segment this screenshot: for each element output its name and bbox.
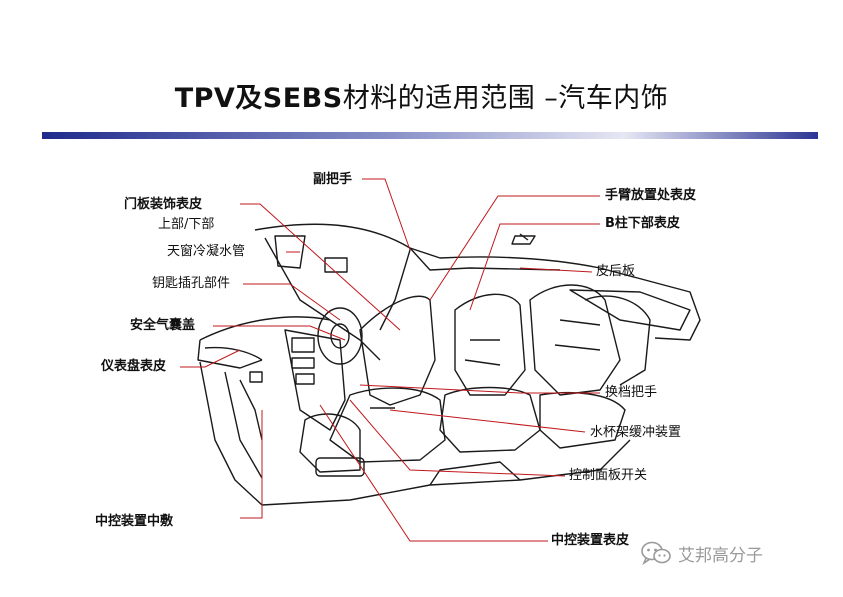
leader-rear-shelf xyxy=(519,267,593,273)
leader-vice-handle xyxy=(362,178,411,251)
wechat-icon xyxy=(641,541,671,566)
leader-cup-holder xyxy=(389,409,586,433)
title-underline xyxy=(42,132,818,139)
leader-gear-handle xyxy=(359,384,600,394)
leader-airbag xyxy=(213,325,346,341)
title-bold: TPV及SEBS xyxy=(174,83,343,114)
label-cup-holder: 水杯架缓冲装置 xyxy=(590,425,682,440)
label-dashboard: 仪表盘表皮 xyxy=(101,359,167,374)
label-door-panel-1: 门板装饰表皮 xyxy=(124,197,203,212)
leader-center-skin xyxy=(319,404,548,542)
leader-dashboard xyxy=(180,349,241,368)
leader-lines xyxy=(180,178,600,542)
leader-control-switch xyxy=(349,399,566,477)
label-center-skin: 中控装置表皮 xyxy=(551,533,630,548)
watermark-text: 艾邦高分子 xyxy=(678,545,763,566)
label-armrest: 手臂放置处表皮 xyxy=(605,188,697,203)
leader-key-hole xyxy=(243,283,341,321)
watermark: 艾邦高分子 xyxy=(640,540,763,566)
label-control-switch: 控制面板开关 xyxy=(569,468,648,483)
label-key-hole: 钥匙插孔部件 xyxy=(152,276,231,291)
label-sunroof: 天窗冷凝水管 xyxy=(167,244,246,259)
label-center-control: 中控装置中敷 xyxy=(95,514,174,529)
label-rear-shelf: 皮后板 xyxy=(596,264,636,279)
title-rest: 材料的适用范围 –汽车内饰 xyxy=(342,83,669,114)
leader-armrest xyxy=(429,195,600,301)
label-door-panel-2: 上部/下部 xyxy=(158,217,215,232)
label-vice-handle: 副把手 xyxy=(313,172,353,187)
leader-center-control xyxy=(240,410,263,519)
label-b-pillar: B柱下部表皮 xyxy=(605,216,680,231)
car-body-drawing xyxy=(197,223,701,506)
leader-door-panel xyxy=(240,203,401,331)
label-gear-handle: 换档把手 xyxy=(605,385,658,400)
leader-b-pillar xyxy=(469,223,600,311)
page-title: TPV及SEBS材料的适用范围 –汽车内饰 xyxy=(0,76,843,115)
label-airbag: 安全气囊盖 xyxy=(130,318,196,333)
